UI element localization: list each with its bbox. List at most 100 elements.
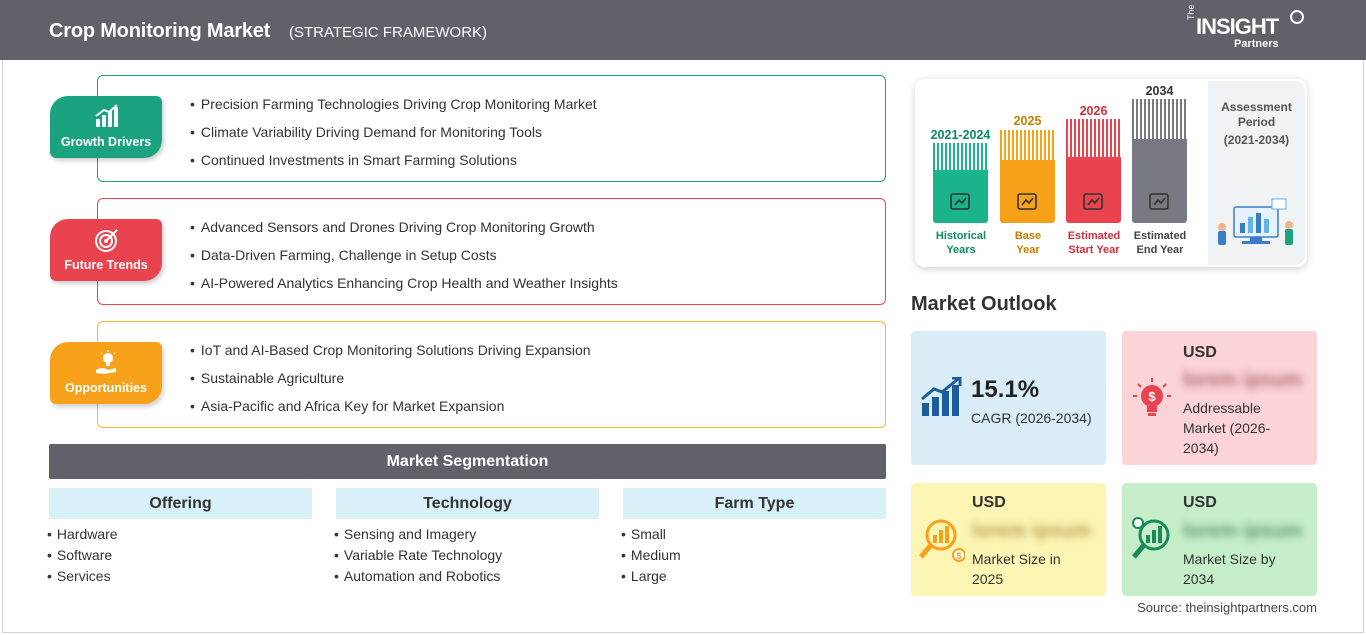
logo-the: The <box>1186 4 1196 20</box>
list-item: Services <box>47 567 118 588</box>
growth-drivers-badge: Growth Drivers <box>50 96 162 158</box>
list-item: AI-Powered Analytics Enhancing Crop Heal… <box>190 275 618 303</box>
size-2034-usd: USD <box>1183 494 1217 511</box>
svg-text:$: $ <box>1148 389 1156 404</box>
target-icon <box>95 229 118 252</box>
list-item: Hardware <box>47 525 118 546</box>
addressable-value: lorem ipsum <box>1183 369 1302 391</box>
bulb-dollar-icon: $ <box>1133 378 1171 416</box>
timeline-column <box>933 143 988 223</box>
technology-list: Sensing and Imagery Variable Rate Techno… <box>334 525 502 588</box>
presentation-icon <box>1083 193 1103 210</box>
column-stripes <box>1000 130 1055 160</box>
timeline-caption-line: Estimated <box>1133 230 1187 242</box>
logo-bulb-icon <box>1290 10 1304 24</box>
list-item: Sustainable Agriculture <box>190 370 591 398</box>
timeline-caption-line: Year <box>1016 244 1040 256</box>
future-trends-label: Future Trends <box>64 258 148 272</box>
addressable-usd: USD <box>1183 344 1217 361</box>
list-item: Small <box>621 525 681 546</box>
future-trends-list: Advanced Sensors and Drones Driving Crop… <box>190 219 618 303</box>
history-icon <box>950 193 970 210</box>
list-item: Asia-Pacific and Africa Key for Market E… <box>190 398 591 426</box>
addressable-market-card: $ USD lorem ipsum Addressable Market (20… <box>1122 331 1317 465</box>
content-frame <box>2 60 1364 633</box>
future-trends-badge: Future Trends <box>50 219 162 281</box>
column-stripes <box>933 143 988 170</box>
timeline-column <box>1000 130 1055 223</box>
future-trends-box: Advanced Sensors and Drones Driving Crop… <box>97 198 886 305</box>
list-item: Continued Investments in Smart Farming S… <box>190 152 597 180</box>
growth-drivers-box: Precision Farming Technologies Driving C… <box>97 75 886 182</box>
farm-type-heading: Farm Type <box>623 488 886 519</box>
opportunities-list: IoT and AI-Based Crop Monitoring Solutio… <box>190 342 591 426</box>
offering-list: Hardware Software Services <box>47 525 118 588</box>
timeline-column <box>1132 99 1187 223</box>
list-item: Medium <box>621 546 681 567</box>
column-body <box>933 170 988 223</box>
growth-drivers-label: Growth Drivers <box>60 135 152 149</box>
column-body <box>1066 157 1121 223</box>
hand-bulb-icon <box>96 350 116 374</box>
growth-bars-icon <box>921 377 962 416</box>
list-item: IoT and AI-Based Crop Monitoring Solutio… <box>190 342 591 370</box>
size-2034-value: lorem ipsum <box>1183 520 1302 542</box>
list-item: Sensing and Imagery <box>334 525 502 546</box>
list-item: Data-Driven Farming, Challenge in Setup … <box>190 247 618 275</box>
logo-partners: Partners <box>1234 38 1279 50</box>
opportunities-label: Opportunities <box>65 381 147 395</box>
timeline-year: 2034 <box>1145 84 1174 98</box>
size-2034-label: Market Size by 2034 <box>1183 551 1276 587</box>
header-bar: Crop Monitoring Market (STRATEGIC FRAMEW… <box>0 0 1366 60</box>
column-body <box>1132 139 1187 223</box>
timeline-caption-line: Base <box>1014 230 1042 242</box>
growth-chart-icon <box>95 104 118 127</box>
list-item: Automation and Robotics <box>334 567 502 588</box>
timeline-column <box>1066 119 1121 223</box>
timeline-caption-line: Years <box>946 244 976 256</box>
market-segmentation-title: Market Segmentation <box>49 444 886 479</box>
source-note: Source: theinsightpartners.com <box>1137 600 1317 615</box>
monitor-chart-icon <box>1149 193 1169 210</box>
page-subtitle: (STRATEGIC FRAMEWORK) <box>289 24 488 41</box>
column-stripes <box>1066 119 1121 157</box>
magnifier-chart-icon <box>1132 517 1170 559</box>
page-title: Crop Monitoring Market <box>49 20 271 42</box>
size-2025-value: lorem ipsum <box>972 520 1091 542</box>
list-item: Climate Variability Driving Demand for M… <box>190 124 597 152</box>
timeline-caption-line: Historical <box>935 230 987 242</box>
list-item: Variable Rate Technology <box>334 546 502 567</box>
calendar-icon <box>1017 193 1037 210</box>
market-outlook-title: Market Outlook <box>911 293 1057 315</box>
technology-heading: Technology <box>336 488 599 519</box>
cagr-value: 15.1% <box>971 376 1040 403</box>
timeline-year: 2026 <box>1079 104 1108 118</box>
timeline-caption-line: Estimated <box>1067 230 1121 242</box>
insight-partners-logo[interactable]: The INSIGHT Partners <box>1186 4 1306 54</box>
svg-text:$: $ <box>956 551 961 561</box>
market-size-2034-card: USD lorem ipsum Market Size by 2034 <box>1122 483 1317 596</box>
assessment-period-panel: Assessment Period (2021-2034) <box>1208 81 1305 265</box>
timeline-year: 2025 <box>1013 114 1042 128</box>
timeline-caption-line: End Year <box>1136 244 1184 256</box>
list-item: Large <box>621 567 681 588</box>
assessment-period: (2021-2034) <box>1223 133 1290 147</box>
assessment-title: Assessment Period <box>1221 100 1292 129</box>
farm-type-list: Small Medium Large <box>621 525 681 588</box>
column-body <box>1000 160 1055 223</box>
list-item: Advanced Sensors and Drones Driving Crop… <box>190 219 618 247</box>
list-item: Software <box>47 546 118 567</box>
magnifier-chart-icon: $ <box>919 519 965 562</box>
timeline-year: 2021-2024 <box>930 128 991 142</box>
cagr-card: 15.1% CAGR (2026-2034) <box>911 331 1106 465</box>
opportunities-box: IoT and AI-Based Crop Monitoring Solutio… <box>97 321 886 428</box>
size-2025-usd: USD <box>972 494 1006 511</box>
opportunities-badge: Opportunities <box>50 342 162 404</box>
column-stripes <box>1132 99 1187 139</box>
addressable-label: Addressable Market (2026-2034) <box>1183 400 1271 456</box>
analytics-people-icon <box>1218 198 1293 245</box>
growth-drivers-list: Precision Farming Technologies Driving C… <box>190 96 597 180</box>
